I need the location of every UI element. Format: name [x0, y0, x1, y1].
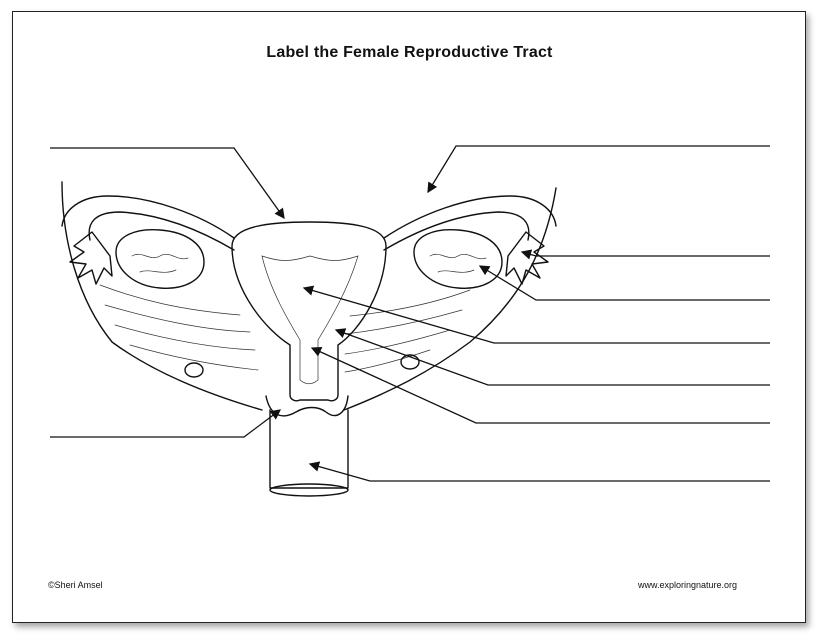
- fallopian-tube-right: [383, 195, 557, 251]
- label-line-right-4: [302, 285, 770, 344]
- label-line-right-5: [334, 328, 770, 386]
- vaginal-opening: [269, 483, 349, 497]
- fimbriae-left: [69, 231, 113, 285]
- fallopian-tube-left: [61, 195, 235, 251]
- fimbriae-right: [505, 231, 549, 285]
- label-line-right-3: [478, 265, 770, 301]
- website-credit: www.exploringnature.org: [638, 580, 738, 590]
- worksheet-title: Label the Female Reproductive Tract: [266, 44, 553, 61]
- vessel-right: [400, 354, 420, 370]
- vessel-left: [184, 362, 204, 378]
- label-line-right-1: [427, 145, 770, 194]
- broad-ligament-hatching: [99, 284, 471, 373]
- label-line-right-2: [520, 249, 770, 260]
- label-line-top-left: [50, 147, 285, 220]
- label-line-right-7: [308, 461, 770, 482]
- ovary-left-detail: [131, 253, 189, 273]
- vagina: [269, 409, 349, 489]
- ovary-right-detail: [429, 253, 487, 273]
- broad-ligament-right: [343, 187, 557, 411]
- broad-ligament-left: [61, 181, 263, 411]
- uterine-cavity: [261, 255, 359, 385]
- author-credit: ©Sheri Amsel: [48, 580, 103, 590]
- label-line-bottom-left: [50, 409, 282, 438]
- ovary-right: [413, 229, 503, 289]
- uterus-outline: [231, 221, 387, 402]
- worksheet-frame: [12, 11, 806, 623]
- label-line-right-6: [310, 347, 770, 424]
- ovary-left: [115, 229, 205, 289]
